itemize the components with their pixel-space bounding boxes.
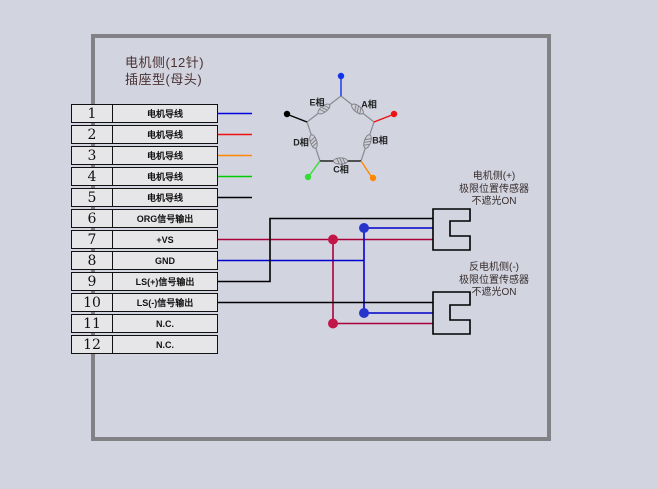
pin-number: 8	[72, 252, 113, 269]
coil-symbols	[309, 103, 372, 165]
pin-label: 电机导线	[146, 109, 183, 119]
terminal-lead-left	[288, 114, 308, 123]
table-row: 11 N.C.	[71, 314, 218, 333]
pin-number: 10	[72, 294, 113, 311]
terminal-lead-right	[373, 114, 393, 123]
junction-dot-red-2	[328, 318, 338, 329]
junction-dot-blue-1	[359, 223, 369, 233]
table-row: 1 电机导线	[71, 104, 218, 123]
table-row: 7 +VS	[71, 230, 218, 249]
sensor1-symbol	[432, 208, 471, 251]
pin-number: 11	[72, 315, 113, 332]
table-row: 4 电机导线	[71, 167, 218, 186]
pin-label: 电机导线	[146, 151, 183, 161]
pin-label: N.C.	[156, 339, 174, 350]
connector-title-line2: 插座型(母头)	[125, 72, 203, 87]
sensor2-caption-line2: 极限位置传感器	[459, 274, 529, 286]
pin-number: 1	[72, 105, 113, 122]
table-row: 5 电机导线	[71, 188, 218, 207]
phase-label-a: A相	[361, 99, 377, 110]
pin-label: 电机导线	[146, 193, 183, 203]
pin-number: 4	[72, 168, 113, 185]
table-row: 2 电机导线	[71, 125, 218, 144]
pin-number: 7	[72, 231, 113, 248]
coil-phase-b	[363, 134, 372, 149]
connector-title: 电机侧(12针) 插座型(母头)	[125, 54, 204, 88]
terminal-dot-red	[390, 110, 398, 118]
sensor2-caption: 反电机侧(-) 极限位置传感器 不遮光ON	[459, 262, 529, 300]
terminal-dot-black	[283, 110, 291, 118]
terminal-dot-orange	[369, 174, 377, 182]
table-row: 10 LS(-)信号输出	[71, 293, 218, 312]
phase-label-b: B相	[372, 135, 388, 146]
table-row: 3 电机导线	[71, 146, 218, 165]
pin-label: LS(+)信号输出	[135, 277, 195, 287]
table-row: 9 LS(+)信号输出	[71, 272, 218, 291]
pin-number: 2	[72, 126, 113, 143]
table-row: 8 GND	[71, 251, 218, 270]
coil-phase-a	[351, 103, 364, 115]
junction-dot-blue-2	[359, 308, 369, 318]
sensor1-caption-line1: 电机侧(+)	[472, 171, 516, 182]
phase-label-d: D相	[293, 137, 309, 148]
pin-label: LS(-)信号输出	[136, 298, 194, 308]
terminal-dot-blue	[337, 72, 345, 80]
pin-label: +VS	[156, 234, 174, 245]
coil-phase-c	[333, 157, 348, 165]
sensor2-caption-line3: 不遮光ON	[471, 287, 517, 298]
pin-number: 6	[72, 210, 113, 227]
coil-phase-e	[317, 103, 331, 115]
sensor1-caption-line2: 极限位置传感器	[459, 183, 529, 195]
pin-number: 3	[72, 147, 113, 164]
sensor2-symbol	[432, 291, 471, 335]
pin-number: 9	[72, 273, 113, 290]
pin-label: 电机导线	[146, 130, 183, 140]
pin-label: N.C.	[156, 318, 174, 329]
pin-table: 1 电机导线 2 电机导线 3 电机导线 4 电机导线 5 电机导线 6 ORG…	[71, 104, 219, 355]
terminal-dot-green	[304, 173, 312, 181]
pin-label: 电机导线	[146, 172, 183, 182]
connector-title-line1: 电机侧(12针)	[125, 55, 205, 70]
terminal-lead-bottom-left	[308, 160, 321, 177]
sensor1-caption-line3: 不遮光ON	[471, 196, 517, 207]
sensor1-caption: 电机侧(+) 极限位置传感器 不遮光ON	[459, 171, 529, 209]
phase-label-c: C相	[333, 164, 349, 175]
junction-dot-red-1	[328, 234, 338, 245]
phase-label-e: E相	[309, 97, 325, 108]
pin-label: GND	[155, 255, 175, 266]
wire-ls-plus	[218, 217, 433, 283]
pin-label: ORG信号输出	[136, 214, 194, 224]
sensor2-caption-line1: 反电机侧(-)	[469, 262, 519, 273]
table-row: 12 N.C.	[71, 335, 218, 354]
coil-phase-d	[309, 134, 318, 149]
terminal-lead-bottom-right	[360, 160, 372, 177]
pin-number: 12	[72, 336, 113, 353]
pin-number: 5	[72, 189, 113, 206]
table-row: 6 ORG信号输出	[71, 209, 218, 228]
